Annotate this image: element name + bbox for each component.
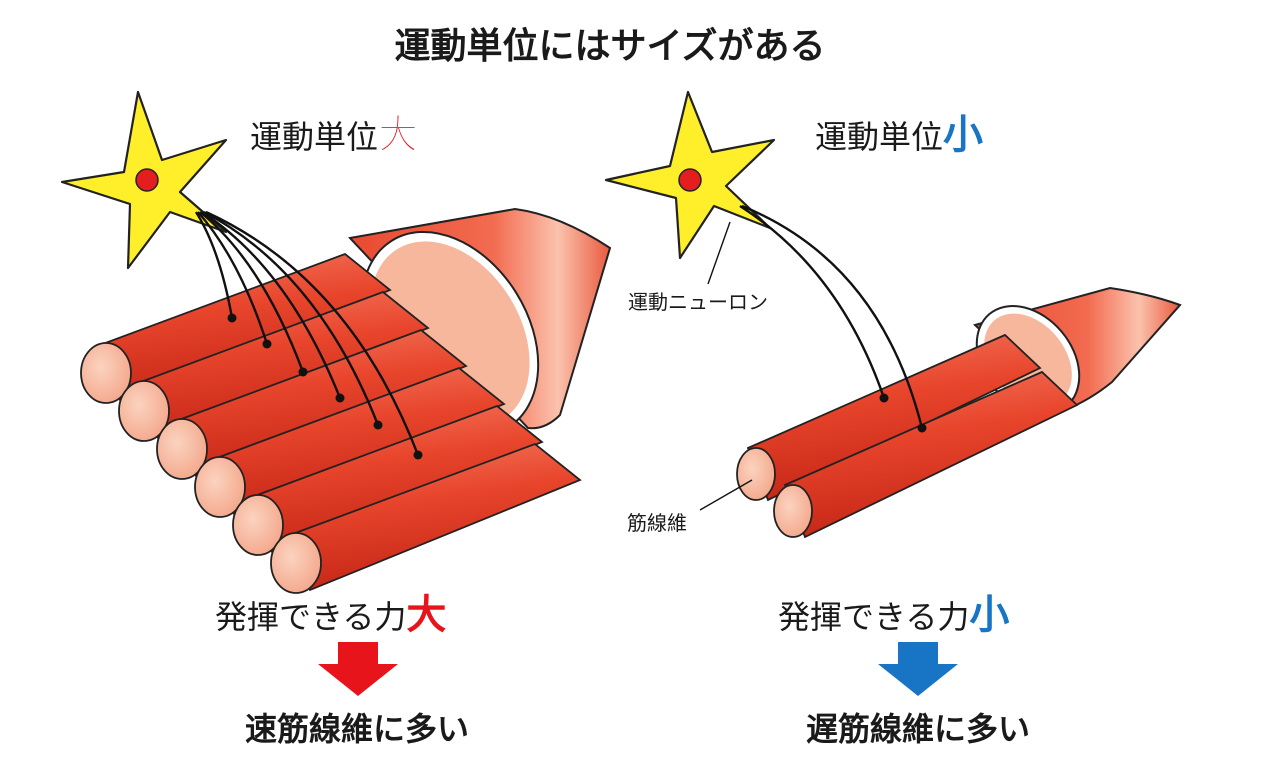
neuron-callout-line [707, 221, 731, 285]
muscle-fiber [232, 404, 544, 556]
muscle-fiber [194, 366, 506, 518]
muscle-fiber [118, 290, 430, 442]
neuron-nucleus [135, 168, 159, 192]
large-motor-unit: 運動単位大 [60, 90, 612, 748]
right-force-text: 発揮できる力 [778, 598, 969, 636]
left-force-label: 発揮できる力大 [215, 592, 446, 638]
left-force-word: 大 [406, 592, 446, 638]
diagram-title: 運動単位にはサイズがある [395, 25, 826, 67]
left-down-arrow [318, 642, 398, 696]
right-force-label: 発揮できる力小 [778, 592, 1009, 638]
right-motor-neuron [604, 90, 776, 260]
muscle-fiber [773, 370, 1079, 539]
right-size-word: 小 [943, 112, 983, 158]
right-force-word: 小 [969, 592, 1009, 638]
right-axon-branches [739, 204, 927, 433]
fiber-label: 筋線維 [627, 511, 687, 535]
left-axon-branches [194, 210, 423, 460]
neuron-nucleus [678, 168, 702, 192]
right-muscle-fibers [736, 333, 1079, 539]
left-force-text: 発揮できる力 [215, 598, 406, 636]
left-size-word: 大 [378, 112, 418, 158]
neuron-label: 運動ニューロン [628, 290, 768, 314]
left-result-text: 速筋線維に多い [245, 710, 469, 748]
right-heading-text: 運動単位 [815, 118, 943, 156]
left-heading-text: 運動単位 [250, 118, 378, 156]
right-heading: 運動単位小 [815, 112, 983, 158]
left-heading: 運動単位大 [250, 112, 418, 158]
right-down-arrow [878, 642, 958, 696]
left-motor-neuron [60, 90, 228, 270]
muscle-fiber [270, 442, 582, 594]
muscle-fiber [156, 328, 468, 480]
right-result-text: 遅筋線維に多い [806, 710, 1030, 748]
left-muscle-fibers [80, 252, 582, 594]
small-motor-unit: 運動単位小 [604, 90, 1182, 748]
fiber-callout-line [699, 479, 753, 511]
muscle-fiber [736, 333, 1042, 502]
